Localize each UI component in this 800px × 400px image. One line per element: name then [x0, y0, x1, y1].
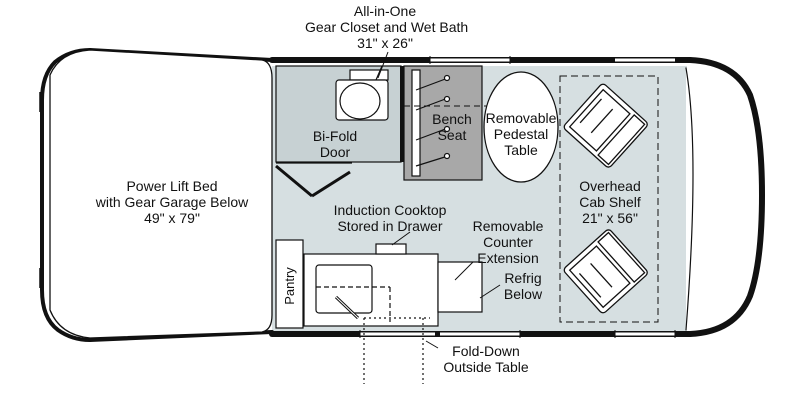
leader-lines — [377, 51, 501, 349]
label-pedestal-table: Removable Pedestal Table — [485, 110, 557, 158]
counter-extension — [437, 261, 483, 313]
sink — [315, 264, 391, 322]
label-power-lift-bed: Power Lift Bed with Gear Garage Below 49… — [95, 178, 249, 226]
cooktop-knob — [375, 243, 407, 255]
bed — [49, 49, 273, 339]
bi-fold-door — [275, 162, 352, 198]
outside-table — [363, 317, 430, 384]
driver-chair — [563, 83, 648, 168]
label-refrig: Refrig Below — [503, 270, 543, 302]
label-bi-fold-door: Bi-Fold Door — [312, 128, 358, 160]
bench-belts — [411, 69, 451, 177]
pantry-cabinet — [275, 239, 304, 329]
toilet — [335, 65, 389, 121]
windows — [360, 58, 675, 336]
pedestal-table — [483, 71, 559, 183]
label-wet-bath: All-in-One Gear Closet and Wet Bath 31" … — [305, 3, 469, 51]
label-counter-extension: Removable Counter Extension — [472, 218, 544, 266]
label-bench-seat: Bench Seat — [432, 111, 472, 143]
cab-shelf — [559, 75, 659, 323]
label-outside-table: Fold-Down Outside Table — [443, 343, 529, 375]
passenger-chair — [563, 229, 648, 314]
window-ticks — [359, 56, 676, 338]
cab-area — [686, 68, 760, 330]
label-cab-shelf: Overhead Cab Shelf 21" x 56" — [579, 178, 641, 226]
label-pantry: Pantry — [282, 267, 297, 305]
label-cooktop: Induction Cooktop Stored in Drawer — [333, 202, 447, 234]
